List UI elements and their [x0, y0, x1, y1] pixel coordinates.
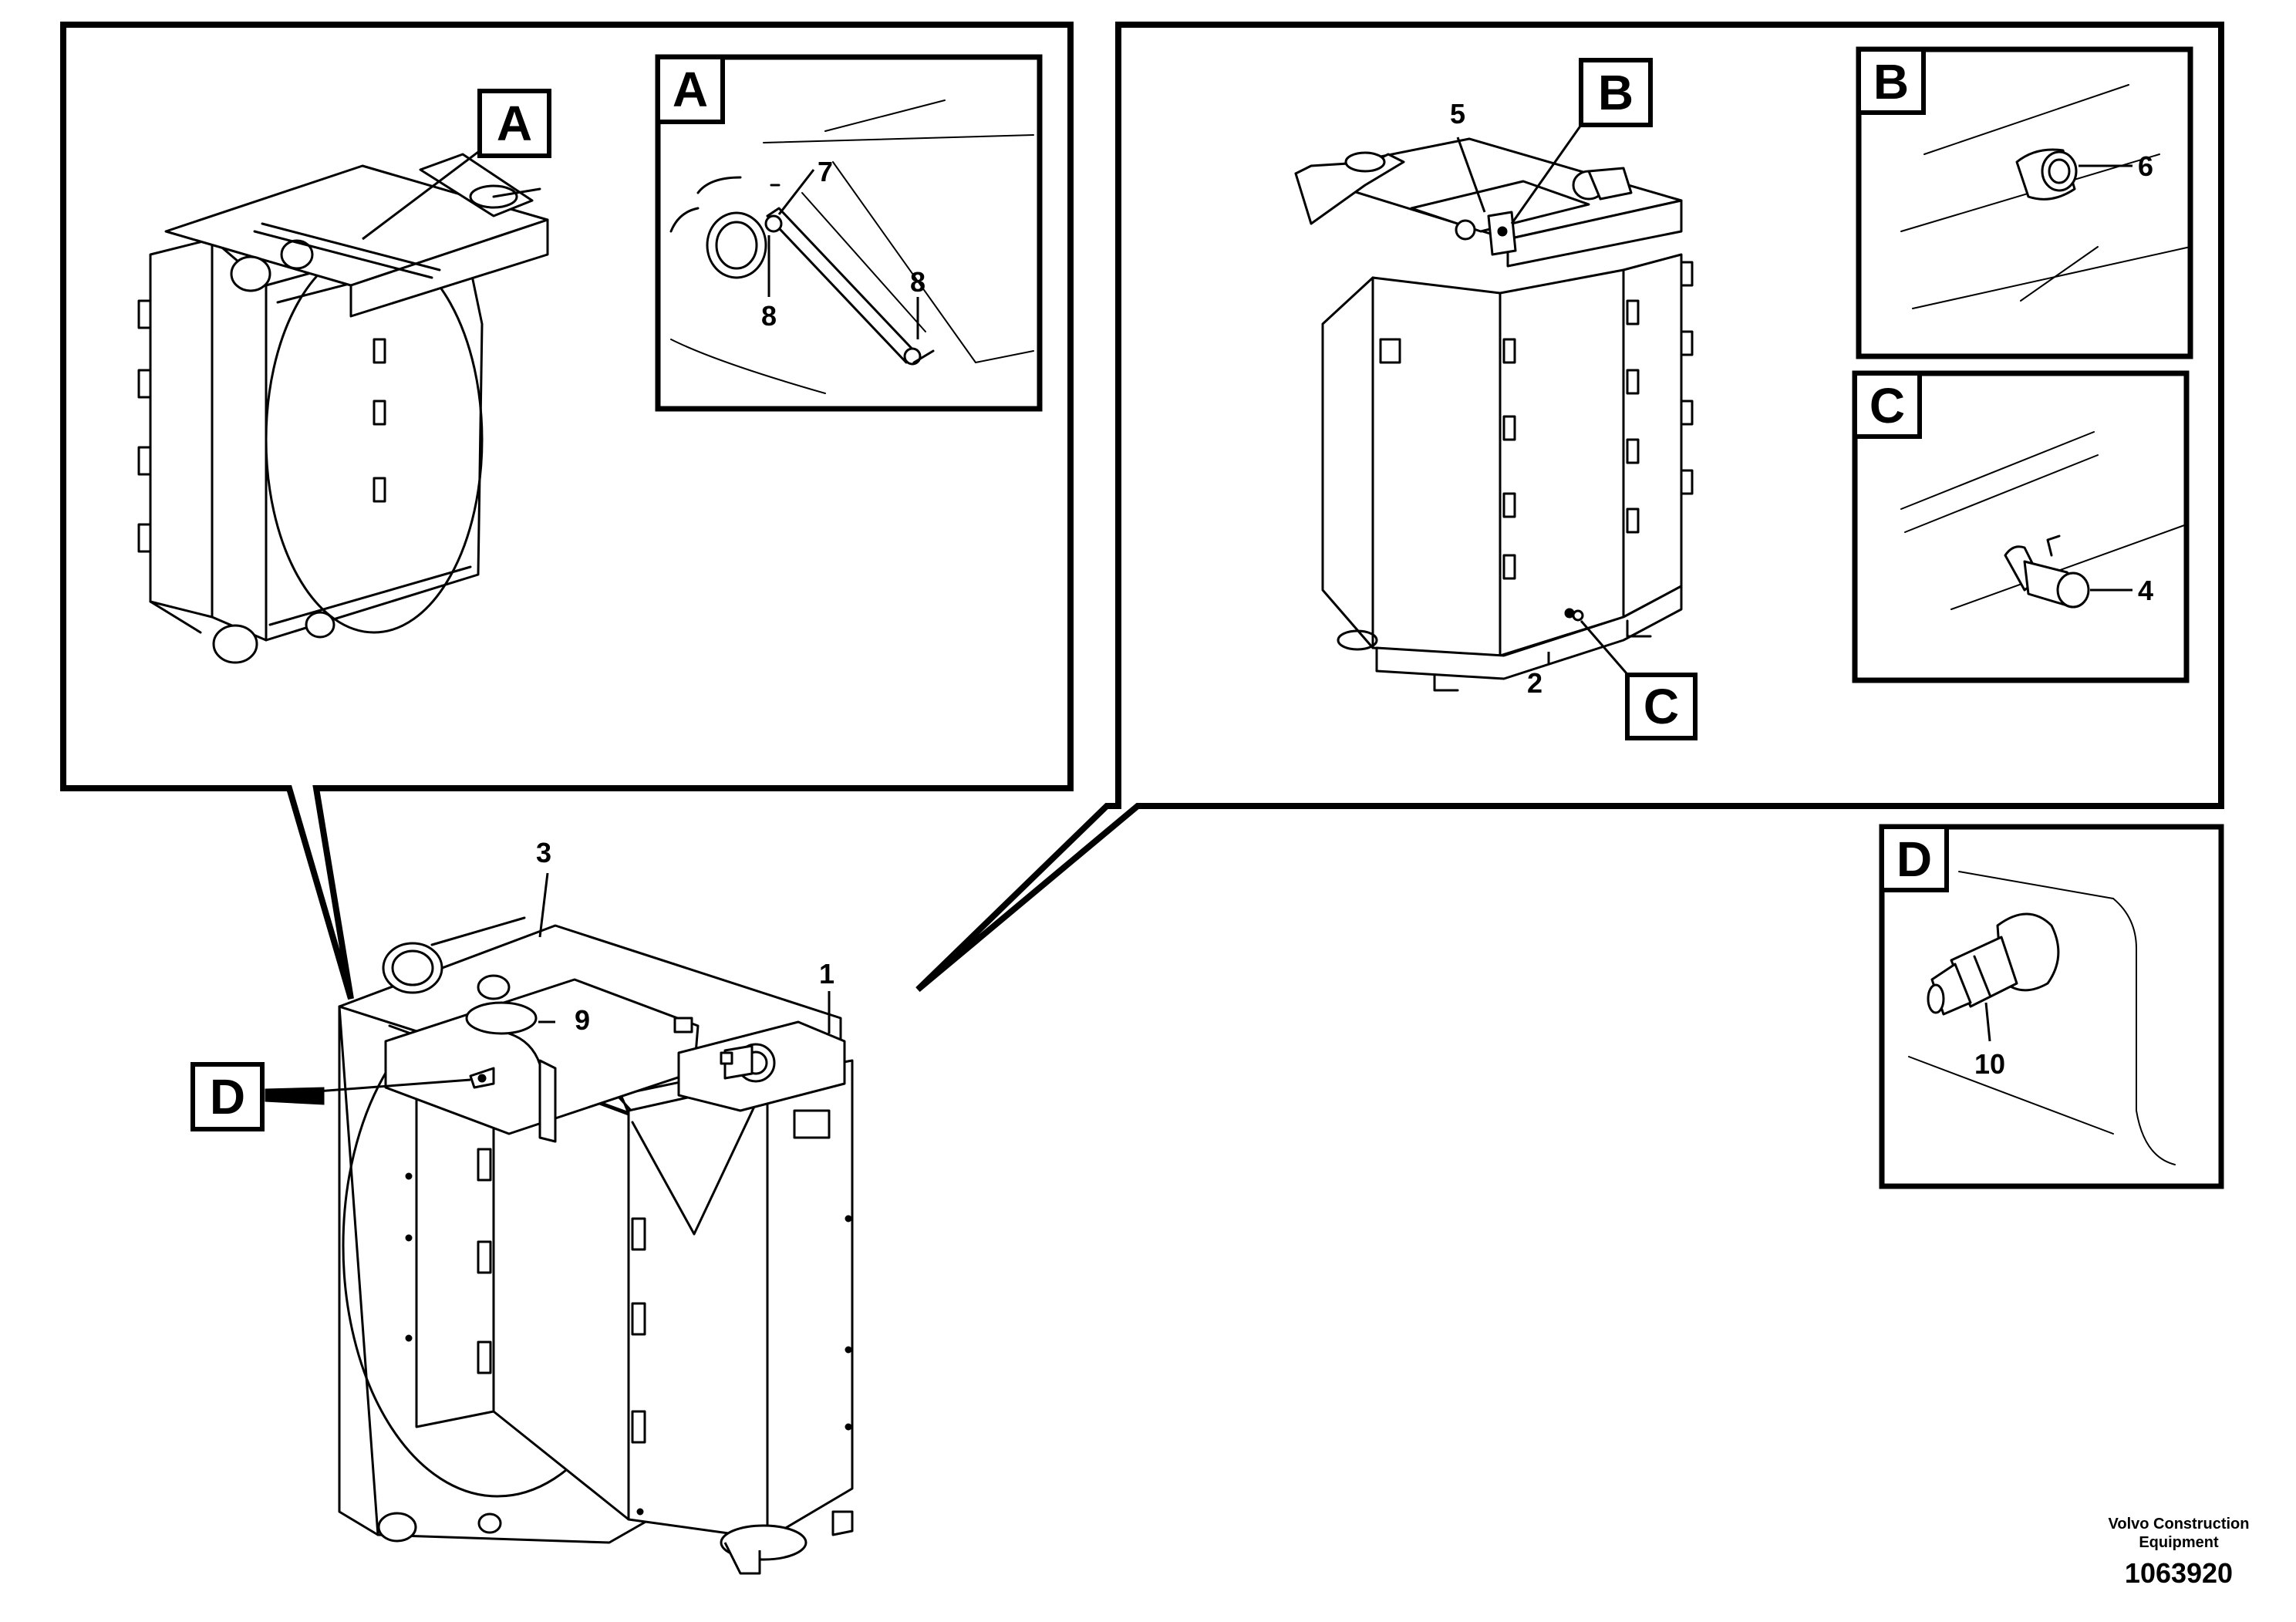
company-line-1: Volvo Construction [2109, 1516, 2250, 1533]
company-line-2: Equipment [2139, 1534, 2219, 1551]
callout-b-label: B [1598, 65, 1633, 120]
part-number-9: 9 [575, 1004, 590, 1036]
inset-b: B [1856, 46, 2193, 359]
drawing-number: 1063920 [2125, 1557, 2233, 1589]
part-number-2: 2 [1527, 667, 1542, 699]
callout-a-tag: A [477, 89, 551, 158]
leader-a-main [362, 139, 494, 241]
inset-b-label: B [1873, 54, 1909, 110]
callout-a-label: A [497, 96, 532, 151]
part-number-7: 7 [818, 156, 833, 187]
inset-a-label: A [673, 62, 708, 117]
inset-c: C [1852, 370, 2190, 683]
callout-d-label: D [210, 1069, 245, 1125]
callout-d-tag: D [190, 1062, 265, 1131]
part-number-6: 6 [2138, 150, 2153, 182]
leader-3 [538, 872, 549, 938]
leader-b [1510, 119, 1586, 224]
inset-a: A [655, 54, 1043, 412]
callout-b-tag: B [1579, 58, 1653, 127]
inset-c-label: C [1870, 378, 1905, 433]
leader-5 [1456, 137, 1486, 213]
radiator-rear-view [137, 153, 549, 664]
callout-d-arrow [265, 1087, 325, 1105]
inset-d-label: D [1896, 831, 1932, 887]
leader-10 [1984, 1002, 1991, 1042]
callout-c-label: C [1644, 679, 1679, 734]
inset-d: D [1879, 824, 2224, 1189]
callout-c-tag: C [1625, 673, 1698, 740]
part-number-4: 4 [2138, 575, 2153, 606]
radiator-main-assembly [338, 916, 854, 1575]
part-number-5: 5 [1450, 98, 1465, 130]
part-number-1: 1 [819, 958, 834, 990]
part-number-8a: 8 [761, 300, 777, 332]
radiator-front-view [1294, 137, 1694, 692]
leader-7 [777, 169, 815, 215]
part-number-3: 3 [536, 837, 551, 868]
part-number-10: 10 [1974, 1048, 2005, 1080]
part-number-8b: 8 [910, 266, 925, 298]
leader-c [1580, 620, 1633, 679]
